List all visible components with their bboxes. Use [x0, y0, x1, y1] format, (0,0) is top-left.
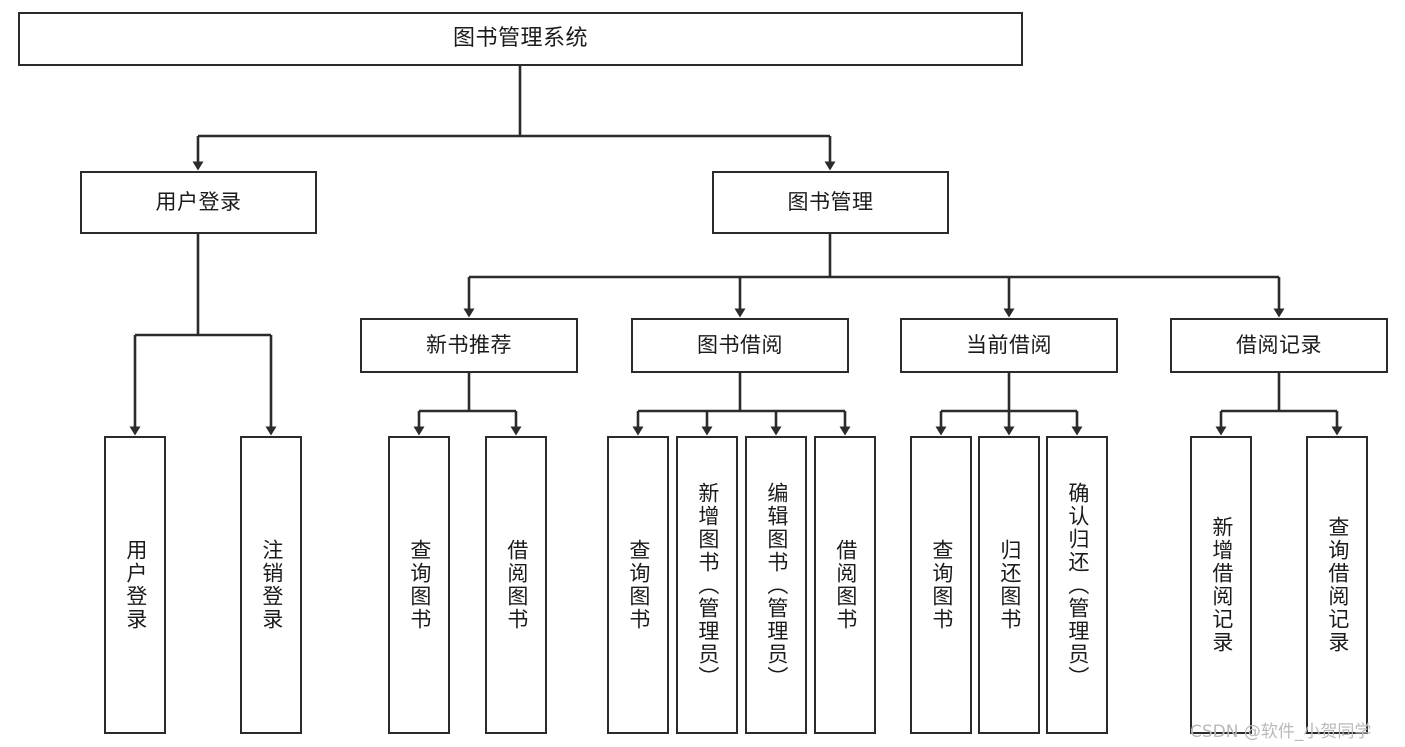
node-book-manage[interactable]: 图书管理: [712, 171, 949, 234]
node-label: 借阅图书: [504, 539, 529, 631]
node-label: 用户登录: [123, 539, 148, 631]
node-label: 编辑图书（管理员）: [764, 481, 789, 689]
node-label: 借阅图书: [833, 539, 858, 631]
leaf-borrow-book-2[interactable]: 借阅图书: [814, 436, 876, 734]
leaf-logout-login[interactable]: 注销登录: [240, 436, 302, 734]
node-label: 图书借阅: [697, 333, 783, 358]
node-label: 新增图书（管理员）: [695, 481, 720, 689]
watermark-text: CSDN @软件_小贺同学: [1190, 722, 1372, 742]
node-label: 图书管理系统: [452, 26, 588, 52]
leaf-user-login[interactable]: 用户登录: [104, 436, 166, 734]
node-borrow-record[interactable]: 借阅记录: [1170, 318, 1388, 373]
node-new-book-recommend[interactable]: 新书推荐: [360, 318, 578, 373]
leaf-query-book-1[interactable]: 查询图书: [388, 436, 450, 734]
node-label: 确认归还（管理员）: [1065, 481, 1090, 689]
leaf-query-book-2[interactable]: 查询图书: [607, 436, 669, 734]
node-label: 注销登录: [259, 539, 284, 631]
leaf-borrow-book-1[interactable]: 借阅图书: [485, 436, 547, 734]
node-label: 用户登录: [155, 190, 242, 215]
leaf-add-book[interactable]: 新增图书（管理员）: [676, 436, 738, 734]
node-label: 查询图书: [407, 539, 432, 631]
node-label: 新书推荐: [426, 333, 512, 358]
leaf-edit-book[interactable]: 编辑图书（管理员）: [745, 436, 807, 734]
node-label: 查询图书: [626, 539, 651, 631]
node-label: 查询图书: [929, 539, 954, 631]
leaf-query-record[interactable]: 查询借阅记录: [1306, 436, 1368, 734]
node-label: 查询借阅记录: [1325, 516, 1350, 654]
node-label: 归还图书: [997, 539, 1022, 631]
node-label: 借阅记录: [1236, 333, 1322, 358]
node-current-borrow[interactable]: 当前借阅: [900, 318, 1118, 373]
leaf-query-book-3[interactable]: 查询图书: [910, 436, 972, 734]
node-user-login[interactable]: 用户登录: [80, 171, 317, 234]
node-label: 图书管理: [787, 190, 874, 215]
leaf-confirm-return[interactable]: 确认归还（管理员）: [1046, 436, 1108, 734]
node-label: 当前借阅: [966, 333, 1052, 358]
node-root-system[interactable]: 图书管理系统: [18, 12, 1023, 66]
leaf-return-book[interactable]: 归还图书: [978, 436, 1040, 734]
leaf-add-record[interactable]: 新增借阅记录: [1190, 436, 1252, 734]
node-label: 新增借阅记录: [1209, 516, 1234, 654]
node-book-borrow[interactable]: 图书借阅: [631, 318, 849, 373]
